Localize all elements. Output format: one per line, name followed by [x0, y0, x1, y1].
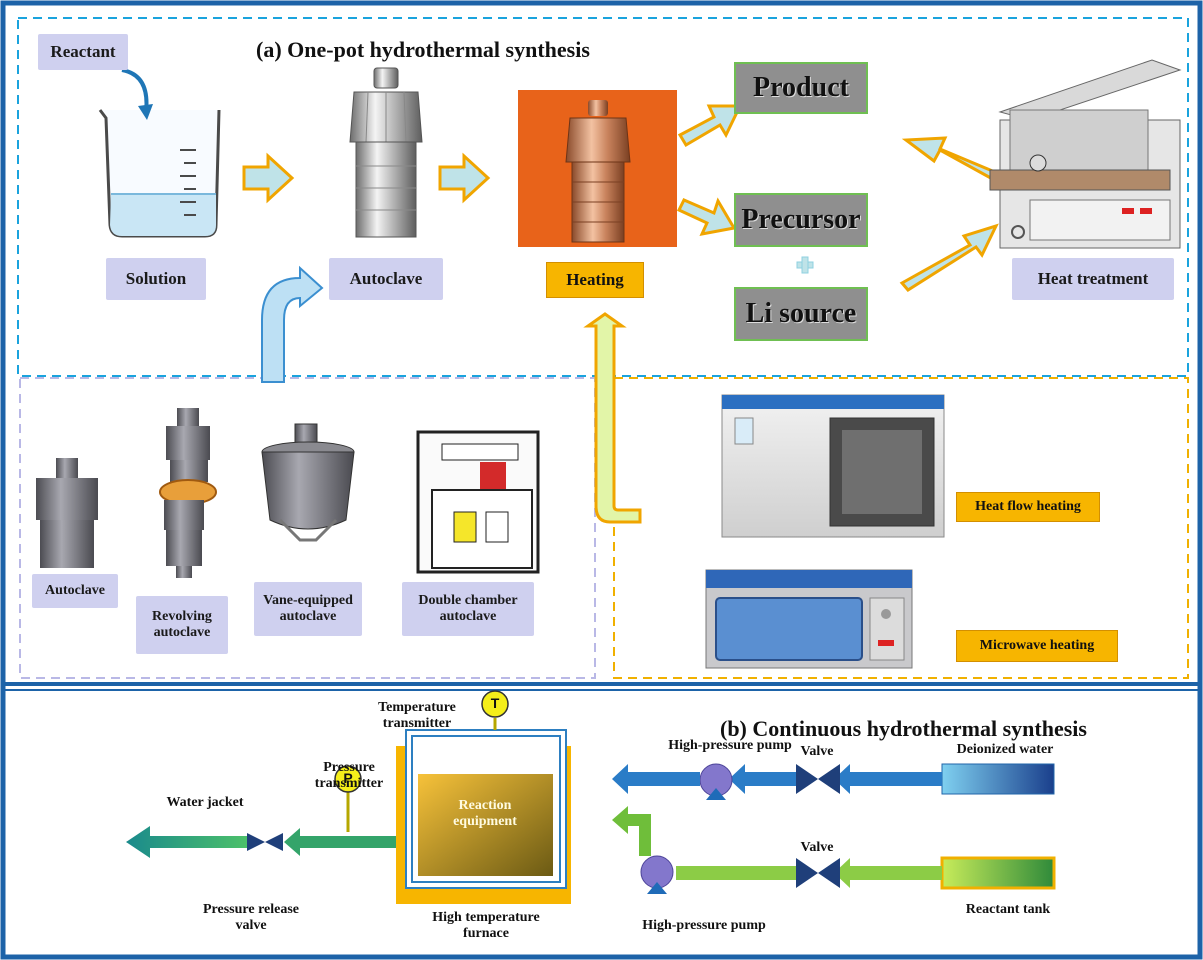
autoclave-type-vane: Vane-equipped autoclave	[254, 582, 362, 636]
autoclave-label: Autoclave	[329, 258, 443, 300]
reactant-label: Reactant	[38, 34, 128, 70]
t-symbol: T	[490, 695, 500, 711]
water-valve-icon	[796, 764, 840, 794]
heat-treatment-label: Heat treatment	[1012, 258, 1174, 300]
microwave-oven-icon	[705, 569, 913, 669]
p-symbol: P	[343, 770, 353, 786]
plain-autoclave-icon	[36, 458, 98, 568]
li-source-label: Li source	[734, 287, 868, 341]
tube-furnace-icon	[989, 59, 1182, 249]
water-jacket-label: Water jacket	[166, 795, 244, 810]
release-valve-icon	[247, 833, 283, 851]
reactant-tank	[940, 856, 1056, 890]
reaction-equipment	[418, 774, 553, 876]
outlet-line	[284, 828, 396, 856]
autoclave-types-region	[19, 377, 596, 679]
valve-top-label: Valve	[800, 744, 834, 759]
reactant-tank-label: Reactant tank	[965, 902, 1051, 917]
water-jacket-arrow	[126, 826, 247, 858]
product-label: Product	[734, 62, 868, 114]
vane-autoclave-icon	[261, 423, 355, 542]
double-chamber-autoclave-icon	[416, 430, 540, 574]
high-temperature-furnace-label: High temperature furnace	[432, 910, 540, 942]
deionized-water-label: Deionized water	[956, 742, 1054, 757]
heating-method-arrow	[583, 312, 642, 524]
autoclave-icon	[349, 67, 423, 238]
autoclave-type-plain: Autoclave	[32, 574, 118, 608]
reactant-valve-icon	[796, 858, 840, 888]
heat-flow-heating-label: Heat flow heating	[956, 492, 1100, 522]
high-pressure-pump-top-label: High-pressure pump	[668, 738, 792, 753]
pressure-sensor-icon	[334, 765, 362, 793]
reactant-line-arrow	[834, 858, 942, 888]
solution-label: Solution	[106, 258, 206, 300]
high-pressure-pump-bottom-label: High-pressure pump	[642, 918, 766, 933]
reaction-equipment-label: Reaction equipment	[453, 798, 517, 830]
temperature-transmitter-label: Temperature transmitter	[378, 700, 456, 732]
heating-methods-region	[613, 377, 1189, 679]
upgrade-arrow	[261, 265, 324, 383]
temperature-sensor-icon	[481, 690, 509, 718]
microwave-heating-label: Microwave heating	[956, 630, 1118, 662]
autoclave-type-revolving: Revolving autoclave	[136, 596, 228, 654]
autoclave-type-double-chamber: Double chamber autoclave	[402, 582, 534, 636]
panel-a-title: (a) One-pot hydrothermal synthesis	[256, 37, 590, 62]
valve-bottom-label: Valve	[800, 840, 834, 855]
revolving-autoclave-icon	[159, 408, 217, 578]
pressure-transmitter-label: Pressure transmitter	[314, 760, 384, 792]
plus-icon	[796, 256, 814, 274]
heating-label: Heating	[546, 262, 644, 298]
deionized-water-tank	[941, 763, 1055, 795]
panel-b-title: (b) Continuous hydrothermal synthesis	[720, 716, 1087, 741]
pressure-release-valve-label: Pressure release valve	[202, 902, 300, 934]
water-line-arrow	[834, 764, 942, 794]
panel-a-region	[17, 17, 1189, 377]
beaker-icon	[98, 68, 221, 238]
process-arrows	[242, 104, 1005, 292]
precursor-label: Precursor	[734, 193, 868, 247]
drying-oven-icon	[721, 394, 945, 538]
heating-oven-icon	[518, 90, 677, 247]
